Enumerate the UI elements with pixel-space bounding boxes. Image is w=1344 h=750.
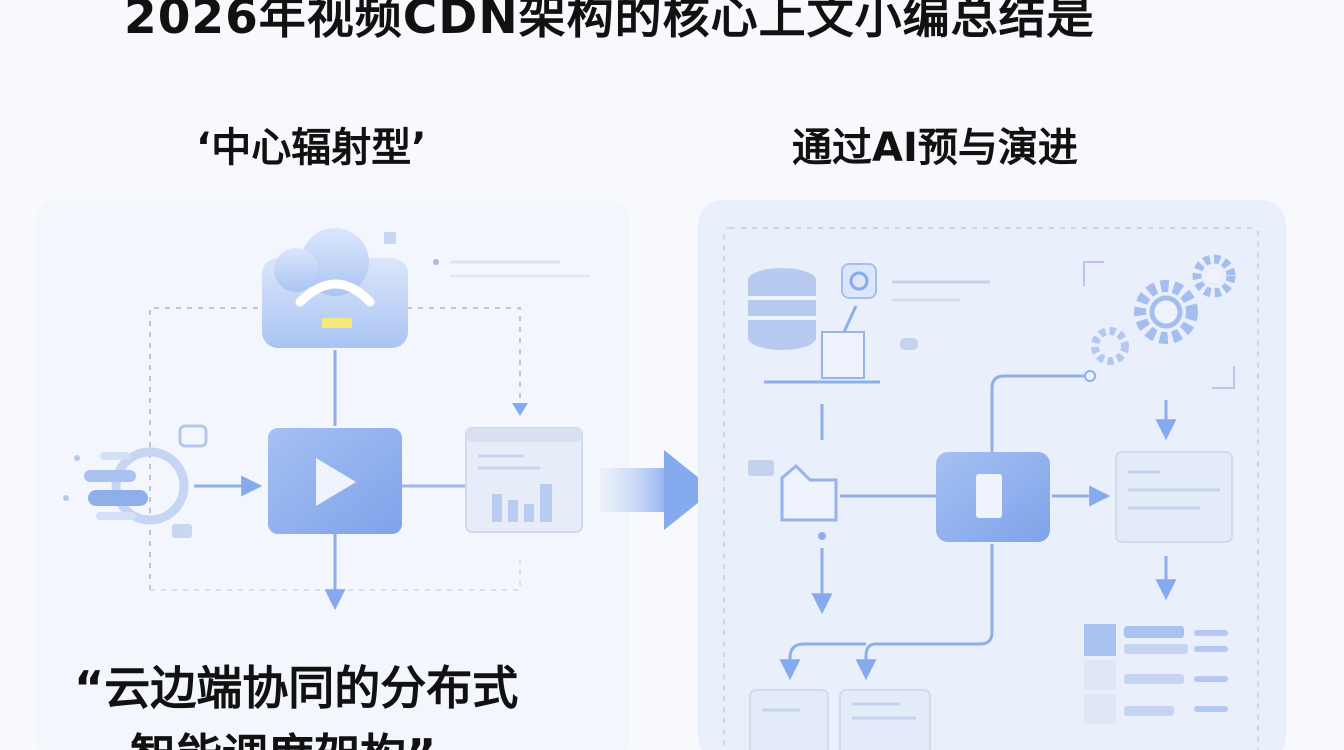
data-table-icon — [1084, 624, 1228, 724]
user-device-icon — [63, 424, 208, 538]
dashed-frame-bottom — [150, 560, 521, 591]
left-panel — [36, 200, 630, 750]
folder-icon — [748, 460, 838, 522]
right-panel-heading: 通过AI预与演进 — [792, 125, 1078, 171]
dashboard-icon — [465, 427, 583, 533]
gears-icon — [1091, 254, 1236, 365]
database-icon — [748, 268, 816, 350]
left-panel-heading: ‘中心辐射型’ — [196, 125, 427, 171]
ai-chip-icon — [936, 452, 1050, 542]
play-icon — [268, 428, 402, 534]
cloud-icon — [262, 228, 408, 348]
architecture-label-line1: “云边端协同的分布式 — [74, 661, 519, 715]
page-title: 2026年视频CDN架构的核心上文小编总结是 — [124, 0, 1095, 45]
right-panel — [698, 200, 1286, 750]
transition-arrow — [600, 450, 714, 530]
architecture-label-line2: 智能调度架构” — [130, 733, 436, 750]
